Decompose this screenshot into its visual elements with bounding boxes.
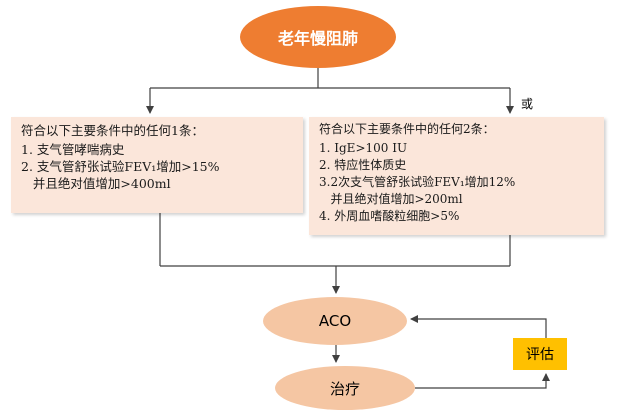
criteria-item: 2. 支气管舒张试验FEV₁增加>15% [21,159,220,174]
criteria-box-any-one: 符合以下主要条件中的任何1条： 1. 支气管哮喘病史 2. 支气管舒张试验FEV… [11,117,303,213]
criteria-title: 符合以下主要条件中的任何2条： [319,122,495,136]
copd-elderly-node: 老年慢阻肺 [240,6,396,68]
criteria-item: 2. 特应性体质史 [319,158,407,172]
criteria-item: 并且绝对值增加>200ml [319,192,463,206]
or-label: 或 [521,97,534,111]
criteria-box-any-two: 符合以下主要条件中的任何2条： 1. IgE>100 IU 2. 特应性体质史 … [309,117,604,235]
treatment-node: 治疗 [275,366,415,410]
aco-node: ACO [263,297,407,345]
criteria-item: 3.2次支气管舒张试验FEV₁增加12% [319,175,516,189]
criteria-item: 1. IgE>100 IU [319,141,408,155]
evaluate-node: 评估 [513,338,567,370]
criteria-item: 4. 外周血嗜酸粒细胞>5% [319,209,460,223]
criteria-item: 并且绝对值增加>400ml [21,176,171,191]
criteria-title: 符合以下主要条件中的任何1条： [21,123,204,138]
criteria-item: 1. 支气管哮喘病史 [21,142,125,157]
arrow-evaluate-to-aco [410,315,547,338]
arrow-treatment-to-evaluate [415,373,550,389]
